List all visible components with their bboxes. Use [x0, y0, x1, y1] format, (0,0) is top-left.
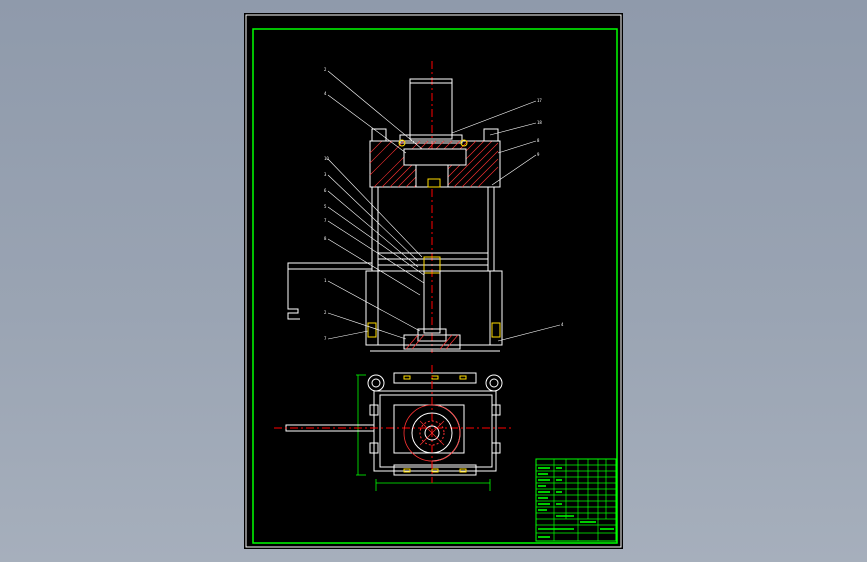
- title-block: [535, 458, 617, 542]
- dimension-lines: [356, 374, 491, 491]
- part-label: 9: [537, 152, 540, 157]
- part-label: 6: [324, 188, 327, 193]
- die: [403, 334, 461, 350]
- part-label: 4: [561, 322, 564, 327]
- part-label: 10: [324, 156, 329, 161]
- lower-frame: [365, 270, 503, 346]
- part-label: 8: [324, 236, 327, 241]
- left-eye: [367, 374, 385, 392]
- leader-lines: [327, 70, 561, 342]
- top-view: [274, 365, 514, 491]
- cad-drawing: 2 4 17 18 8 9 10 3 6 5 7 8 1 2 7 4: [245, 14, 622, 548]
- part-label: 2: [324, 310, 327, 315]
- part-label: 17: [537, 98, 542, 103]
- ram: [423, 270, 441, 334]
- inner-border: [252, 28, 618, 544]
- die-hatch: [405, 334, 459, 350]
- side-arm: [287, 262, 372, 320]
- right-eye: [485, 374, 503, 392]
- part-labels: 2 4 17 18 8 9 10 3 6 5 7 8 1 2 7 4: [324, 67, 564, 341]
- base-outline: [373, 390, 497, 472]
- part-label: 18: [537, 120, 542, 125]
- outer-frame: [245, 14, 622, 548]
- part-label: 8: [537, 138, 540, 143]
- part-label: 3: [324, 172, 327, 177]
- drawing-sheet: 2 4 17 18 8 9 10 3 6 5 7 8 1 2 7 4: [244, 13, 623, 549]
- part-label: 2: [324, 67, 327, 72]
- part-label: 7: [324, 218, 327, 223]
- part-label: 5: [324, 204, 327, 209]
- part-label: 4: [324, 91, 327, 96]
- front-view: [287, 61, 561, 353]
- part-label: 7: [324, 336, 327, 341]
- hydraulic-cylinder: [409, 78, 453, 140]
- part-label: 1: [324, 278, 327, 283]
- title-block-text-marks: [538, 467, 614, 538]
